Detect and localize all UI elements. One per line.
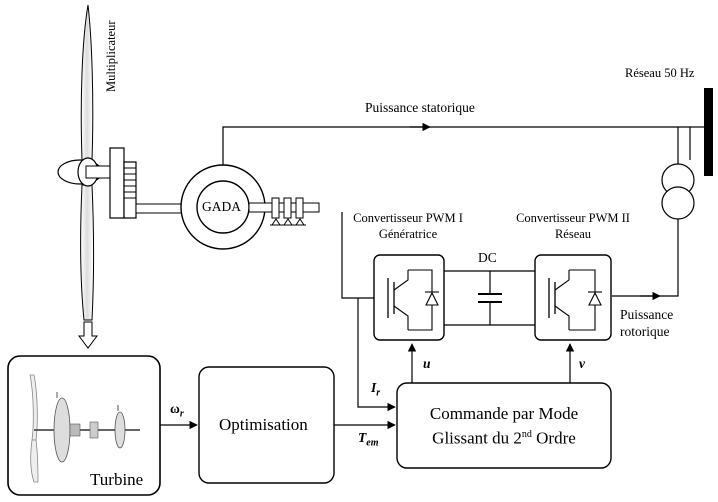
gearbox xyxy=(109,147,137,219)
converter-1-line2: Génératrice xyxy=(378,227,438,241)
commande-line2: Glissant du 2nd Ordre xyxy=(430,424,578,449)
grid-bar xyxy=(704,88,713,176)
converter-2-label: Convertisseur PWM II Réseau xyxy=(516,210,630,242)
ir-letter: I xyxy=(371,380,377,395)
commande-box xyxy=(396,382,612,469)
u-signal-label: u xyxy=(423,356,431,371)
puissance-statorique-label: Puissance statorique xyxy=(365,100,475,115)
commande-line1: Commande par Mode xyxy=(429,404,579,423)
converter-pwm-2 xyxy=(534,254,612,341)
ir-signal-label: Ir xyxy=(371,380,380,399)
converter-1-line1: Convertisseur PWM I xyxy=(353,211,463,225)
optimisation-label: Optimisation xyxy=(219,415,308,434)
converter-pwm-1 xyxy=(373,254,445,341)
tem-subscript: em xyxy=(366,437,379,449)
transformer xyxy=(661,163,695,220)
dc-label: DC xyxy=(478,250,497,265)
dc-link xyxy=(444,270,535,326)
commande-label: Commande par Mode Glissant du 2nd Ordre xyxy=(430,403,578,449)
rotor-power-line1: Puissance xyxy=(620,307,674,322)
omega-letter: ω xyxy=(170,401,180,416)
turbine-model-sketch xyxy=(29,374,140,483)
rotor-power-line2: rotorique xyxy=(620,324,670,339)
gada-label: GADA xyxy=(202,199,241,214)
tem-signal-label: Tem xyxy=(358,430,378,449)
ir-subscript: r xyxy=(376,387,381,399)
omega-subscript: r xyxy=(179,408,184,420)
stator-power-line xyxy=(222,126,691,165)
hollow-down-arrow xyxy=(78,321,98,349)
converter-2-line1: Convertisseur PWM II xyxy=(516,211,630,225)
slip-rings xyxy=(270,197,306,226)
converter-2-line2: Réseau xyxy=(554,227,592,241)
commande-line2-sup: nd xyxy=(521,429,532,440)
reseau-label: Réseau 50 Hz xyxy=(625,66,695,80)
multiplicateur-label: Multiplicateur xyxy=(104,20,118,92)
tem-letter: T xyxy=(358,430,367,445)
shaft xyxy=(135,203,183,214)
v-signal-label: v xyxy=(579,356,585,371)
turbine-rotor xyxy=(57,4,113,321)
commande-line2-a: Glissant du 2 xyxy=(432,428,522,448)
commande-line2-b: Ordre xyxy=(531,428,576,448)
omega-signal-label: ωr xyxy=(170,401,184,420)
turbine-label: Turbine xyxy=(90,470,144,489)
rotor-power-label: Puissance rotorique xyxy=(620,306,673,340)
converter-1-label: Convertisseur PWM I Génératrice xyxy=(353,210,463,242)
